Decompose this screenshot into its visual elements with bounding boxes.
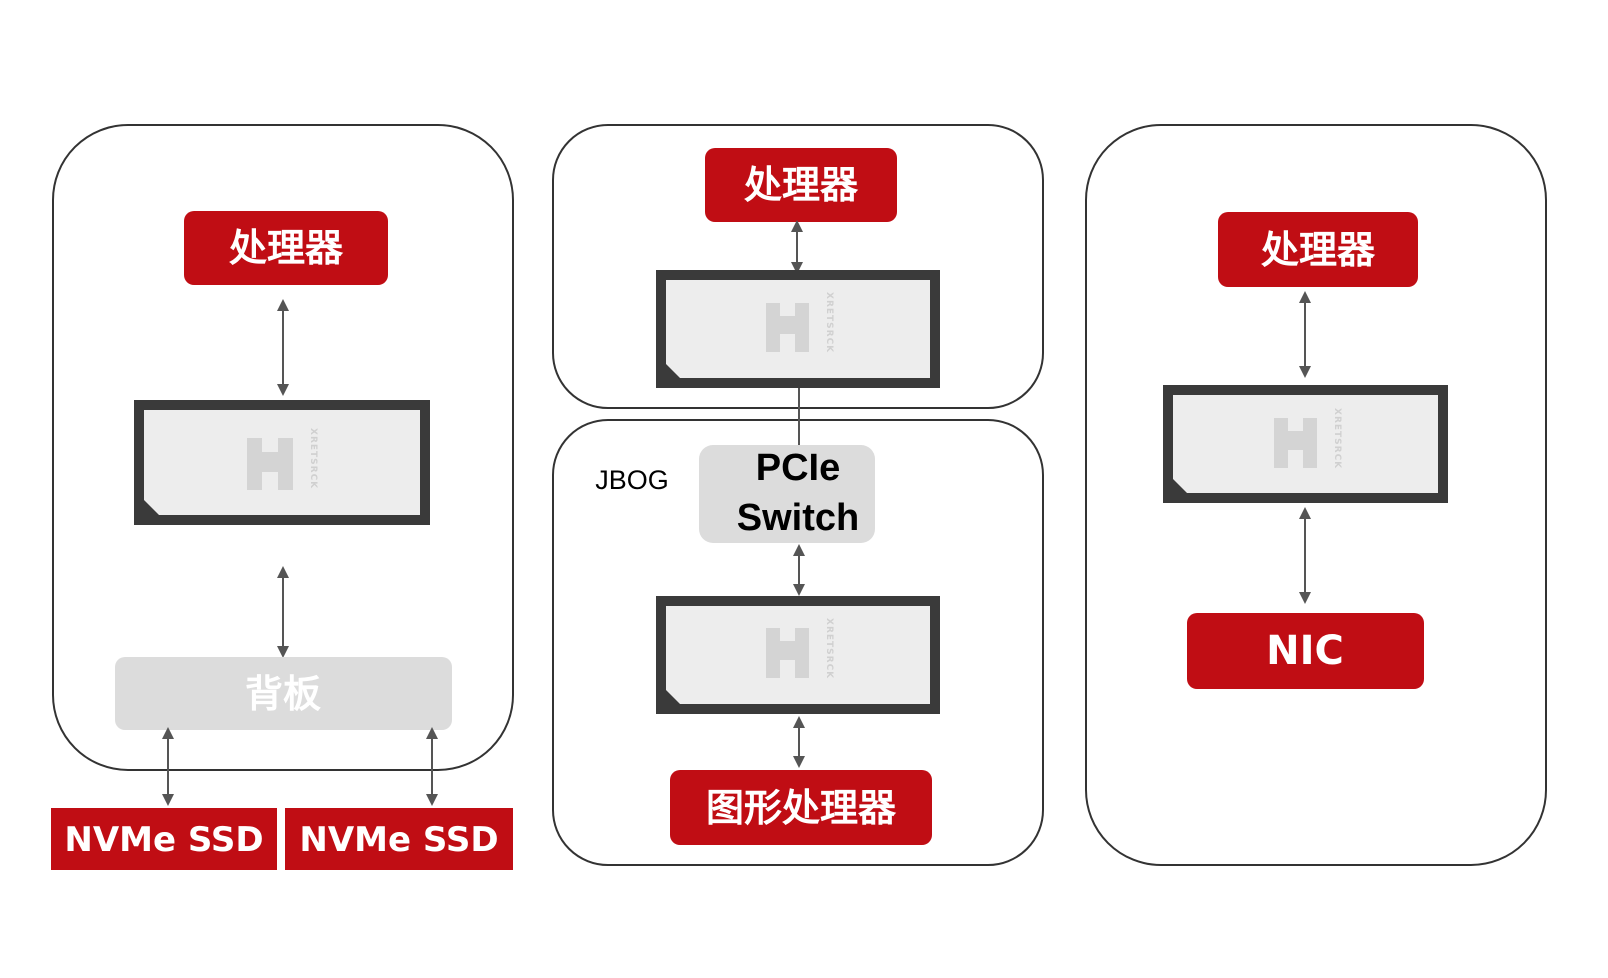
gpu-host-card-logo-text: XRETSRCK: [824, 292, 834, 353]
ssd-left-label: NVMe SSD: [64, 820, 263, 860]
gpu-processor-box: 处理器: [705, 148, 897, 222]
gpu-card-logo-icon: [766, 628, 809, 678]
jbog-label: JBOG: [595, 465, 669, 495]
gpu-host-card-notch: [666, 364, 680, 378]
backplane-bg: [115, 657, 452, 730]
storage-card-logo-text: XRETSRCK: [308, 428, 318, 489]
ssd-right-bg: [285, 808, 513, 870]
pcie-switch-bg: [699, 445, 875, 543]
gpu-card-logo-text: XRETSRCK: [824, 618, 834, 679]
storage-card: XRETSRCK: [134, 400, 430, 525]
gpu-bg: [670, 770, 932, 845]
storage-card-notch: [144, 500, 159, 515]
ssd-left-bg: [51, 808, 277, 870]
ssd-left-box: NVMe SSD: [51, 808, 277, 870]
gpu-host-card: XRETSRCK: [656, 270, 940, 388]
gpu-label: 图形处理器: [706, 786, 897, 830]
storage-processor-bg: [184, 211, 388, 285]
storage-card-logo-icon: [247, 438, 293, 490]
pcie-switch-box: PCIe Switch: [699, 445, 875, 543]
pcie-switch-line2: Switch: [737, 497, 859, 539]
gpu-processor-bg: [705, 148, 897, 222]
network-processor-box: 处理器: [1218, 212, 1418, 287]
gpu-panel: 处理器 XRETSRCK JBOG PCIe Switch XRETSRCK: [552, 124, 1044, 866]
network-card-logo-text: XRETSRCK: [1332, 408, 1342, 469]
network-card-notch: [1173, 479, 1187, 493]
ssd-right-box: NVMe SSD: [285, 808, 513, 870]
gpu-processor-label: 处理器: [744, 163, 859, 207]
network-card: XRETSRCK: [1163, 385, 1448, 503]
nic-label: NIC: [1266, 628, 1344, 674]
storage-processor-box: 处理器: [184, 211, 388, 285]
gpu-card-notch: [666, 690, 680, 704]
gpu-host-card-logo-icon: [766, 303, 809, 352]
gpu-box: 图形处理器: [670, 770, 932, 845]
nic-bg: [1187, 613, 1424, 689]
gpu-card: XRETSRCK: [656, 596, 940, 714]
network-processor-label: 处理器: [1261, 228, 1376, 272]
pcie-switch-line1: PCIe: [756, 447, 840, 489]
backplane-label: 背板: [245, 672, 321, 716]
nic-box: NIC: [1187, 613, 1424, 689]
network-card-logo-icon: [1274, 418, 1317, 468]
storage-panel: 处理器 XRETSRCK 背板 NVMe SSD NVMe SSD: [51, 124, 514, 870]
backplane-box: 背板: [115, 657, 452, 730]
network-panel: 处理器 XRETSRCK NIC: [1085, 124, 1547, 866]
storage-processor-label: 处理器: [229, 226, 344, 270]
network-processor-bg: [1218, 212, 1418, 287]
ssd-right-label: NVMe SSD: [299, 820, 498, 860]
